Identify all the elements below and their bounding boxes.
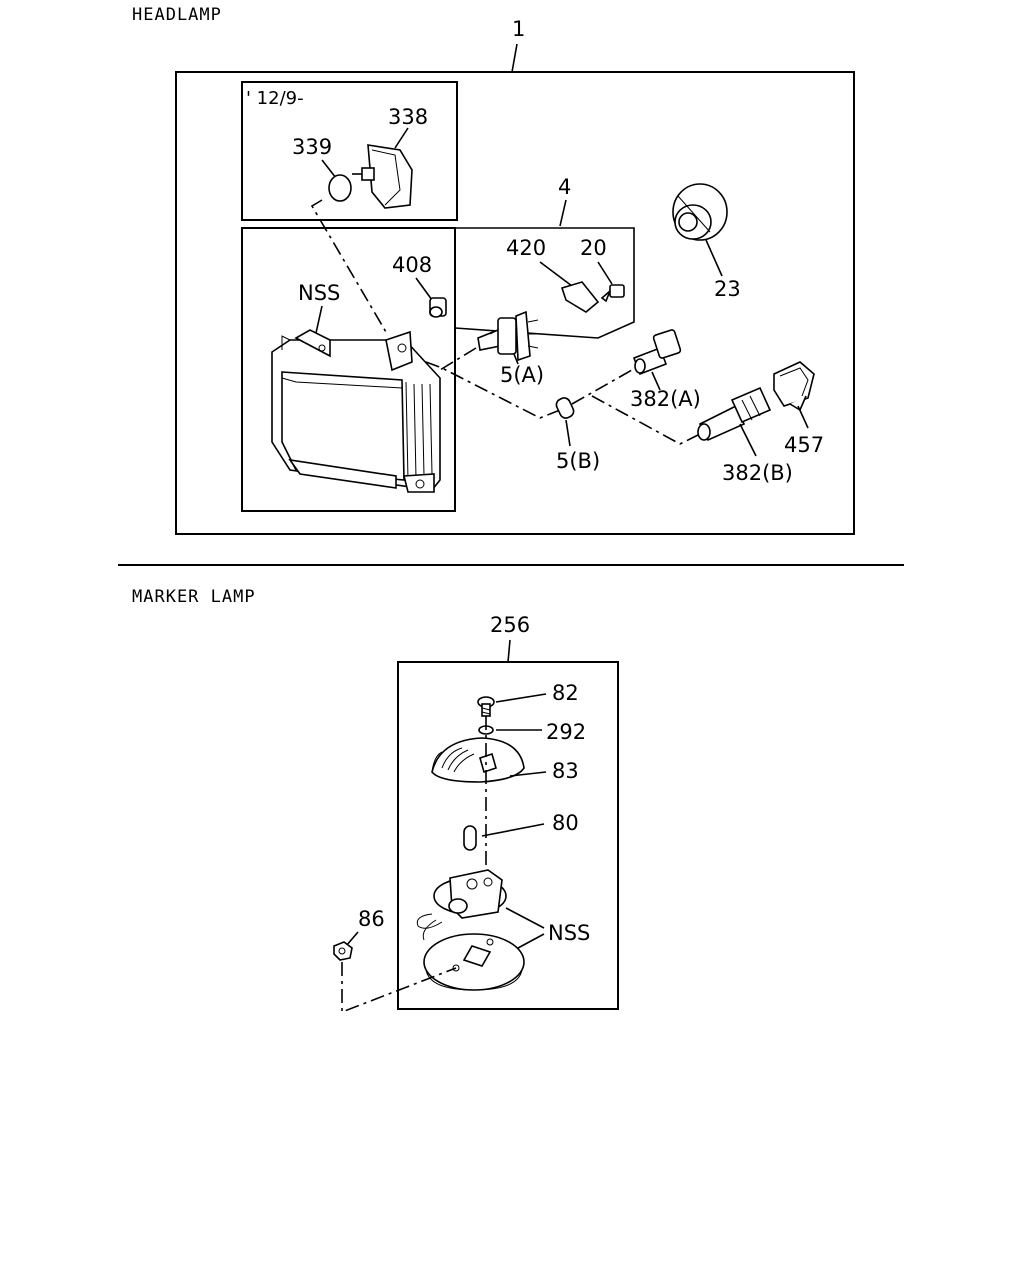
cover-part-420 xyxy=(560,281,600,313)
leader-338 xyxy=(394,127,409,149)
headlamp-housing-part xyxy=(271,329,441,493)
position-bulb-part-5b xyxy=(555,397,575,419)
socket-part-382b xyxy=(697,386,772,442)
lens-part-83 xyxy=(431,737,525,783)
callout-338: 338 xyxy=(388,105,428,129)
socket-part-382a xyxy=(632,329,682,376)
marker-socket-part xyxy=(416,869,507,941)
leader-5a xyxy=(513,353,519,365)
link-motor-to-headlamp xyxy=(310,199,387,333)
leader-20 xyxy=(597,261,613,285)
nut-part-86 xyxy=(333,941,353,961)
callout-82: 82 xyxy=(552,681,579,705)
section-title-marker-lamp: MARKER LAMP xyxy=(132,587,256,607)
leader-23 xyxy=(705,239,723,277)
headlamp-unit-frame xyxy=(241,227,456,512)
leader-1 xyxy=(511,43,518,73)
callout-382a: 382(A) xyxy=(630,387,701,411)
callout-5b: 5(B) xyxy=(556,449,600,473)
callout-4: 4 xyxy=(558,175,571,199)
connector-part-457 xyxy=(773,361,815,412)
leader-82 xyxy=(495,693,547,703)
link-housing-to-5b xyxy=(425,361,561,419)
callout-80: 80 xyxy=(552,811,579,835)
callout-420: 420 xyxy=(506,236,546,260)
callout-83: 83 xyxy=(552,759,579,783)
callout-nss-marker: NSS xyxy=(548,921,590,945)
callout-408: 408 xyxy=(392,253,432,277)
leader-4 xyxy=(559,199,567,227)
screw-part-82 xyxy=(477,696,495,717)
bulb-kit-outline xyxy=(454,227,635,339)
leader-nss-marker-a xyxy=(505,907,545,929)
leader-408 xyxy=(415,277,433,301)
leader-80 xyxy=(481,823,545,837)
leader-457 xyxy=(797,405,809,429)
callout-457: 457 xyxy=(784,433,824,457)
dust-cap-part-23 xyxy=(672,183,728,241)
leader-256 xyxy=(507,639,511,663)
bush-part-408 xyxy=(429,297,447,318)
callout-5a: 5(A) xyxy=(500,363,544,387)
headlamp-bulb-part-5a xyxy=(477,310,539,362)
callout-23: 23 xyxy=(714,277,741,301)
leveling-motor-part xyxy=(352,144,413,209)
callout-1: 1 xyxy=(512,17,525,41)
leader-382a xyxy=(651,371,661,391)
callout-20: 20 xyxy=(580,236,607,260)
leader-nss-marker-b xyxy=(517,933,545,949)
leader-382b xyxy=(739,423,757,457)
leader-339 xyxy=(321,159,337,179)
marker-base-part xyxy=(423,933,525,991)
screw-part-20 xyxy=(600,284,625,303)
callout-292: 292 xyxy=(546,720,586,744)
link-bulb-to-housing xyxy=(439,347,477,371)
leader-5b xyxy=(565,419,571,447)
callout-339: 339 xyxy=(292,135,332,159)
callout-nss-headlamp: NSS xyxy=(298,281,340,305)
marker-bulb-part-80 xyxy=(463,825,477,851)
marker-lamp-assembly-frame xyxy=(397,661,619,1010)
callout-86: 86 xyxy=(358,907,385,931)
section-title-headlamp: HEADLAMP xyxy=(132,5,222,25)
headlamp-assembly-frame xyxy=(175,71,855,535)
callout-382b: 382(B) xyxy=(722,461,793,485)
leveling-motor-subframe xyxy=(241,81,458,221)
date-note: ' 12/9- xyxy=(246,88,304,109)
leader-86 xyxy=(345,931,359,947)
o-ring-part xyxy=(328,174,352,202)
leader-420 xyxy=(539,261,573,287)
link-5b-to-382a xyxy=(571,369,633,405)
link-5b-to-382b xyxy=(591,395,701,445)
leader-83 xyxy=(509,771,547,777)
callout-256: 256 xyxy=(490,613,530,637)
